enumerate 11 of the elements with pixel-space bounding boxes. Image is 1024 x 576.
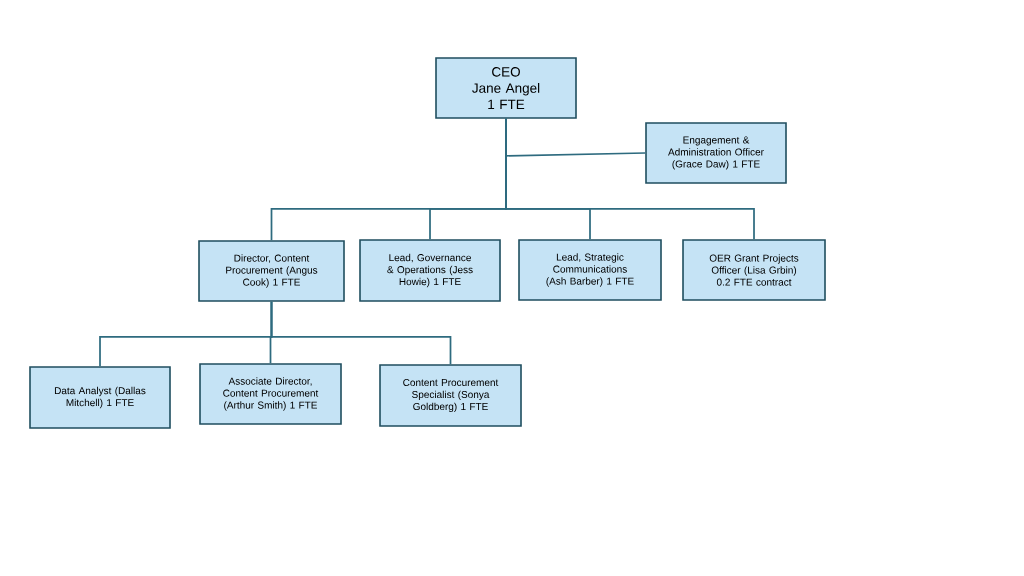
org-box: Director, Content Procurement (Angus Cook) 1 FTE bbox=[198, 240, 345, 302]
connector-line bbox=[270, 300, 452, 366]
connector-line bbox=[505, 117, 755, 241]
org-box: Lead, Strategic Communications (Ash Barber) 1 FTE bbox=[518, 239, 662, 301]
org-box: Content Procurement Specialist (Sonya Goldberg) 1 FTE bbox=[379, 364, 522, 427]
org-box: Lead, Governance & Operations (Jess Howie) 1 FTE bbox=[359, 239, 501, 302]
org-box: Associate Director, Content Procurement (Arthur Smith) 1 FTE bbox=[199, 363, 342, 425]
org-box: OER Grant Projects Officer (Lisa Grbin) 0.2 FTE contract bbox=[682, 239, 826, 301]
org-box: Data Analyst (Dallas Mitchell) 1 FTE bbox=[29, 366, 171, 429]
org-box: Engagement & Administration Officer (Grace Daw) 1 FTE bbox=[645, 122, 787, 184]
org-box: CEO Jane Angel 1 FTE bbox=[435, 57, 577, 119]
